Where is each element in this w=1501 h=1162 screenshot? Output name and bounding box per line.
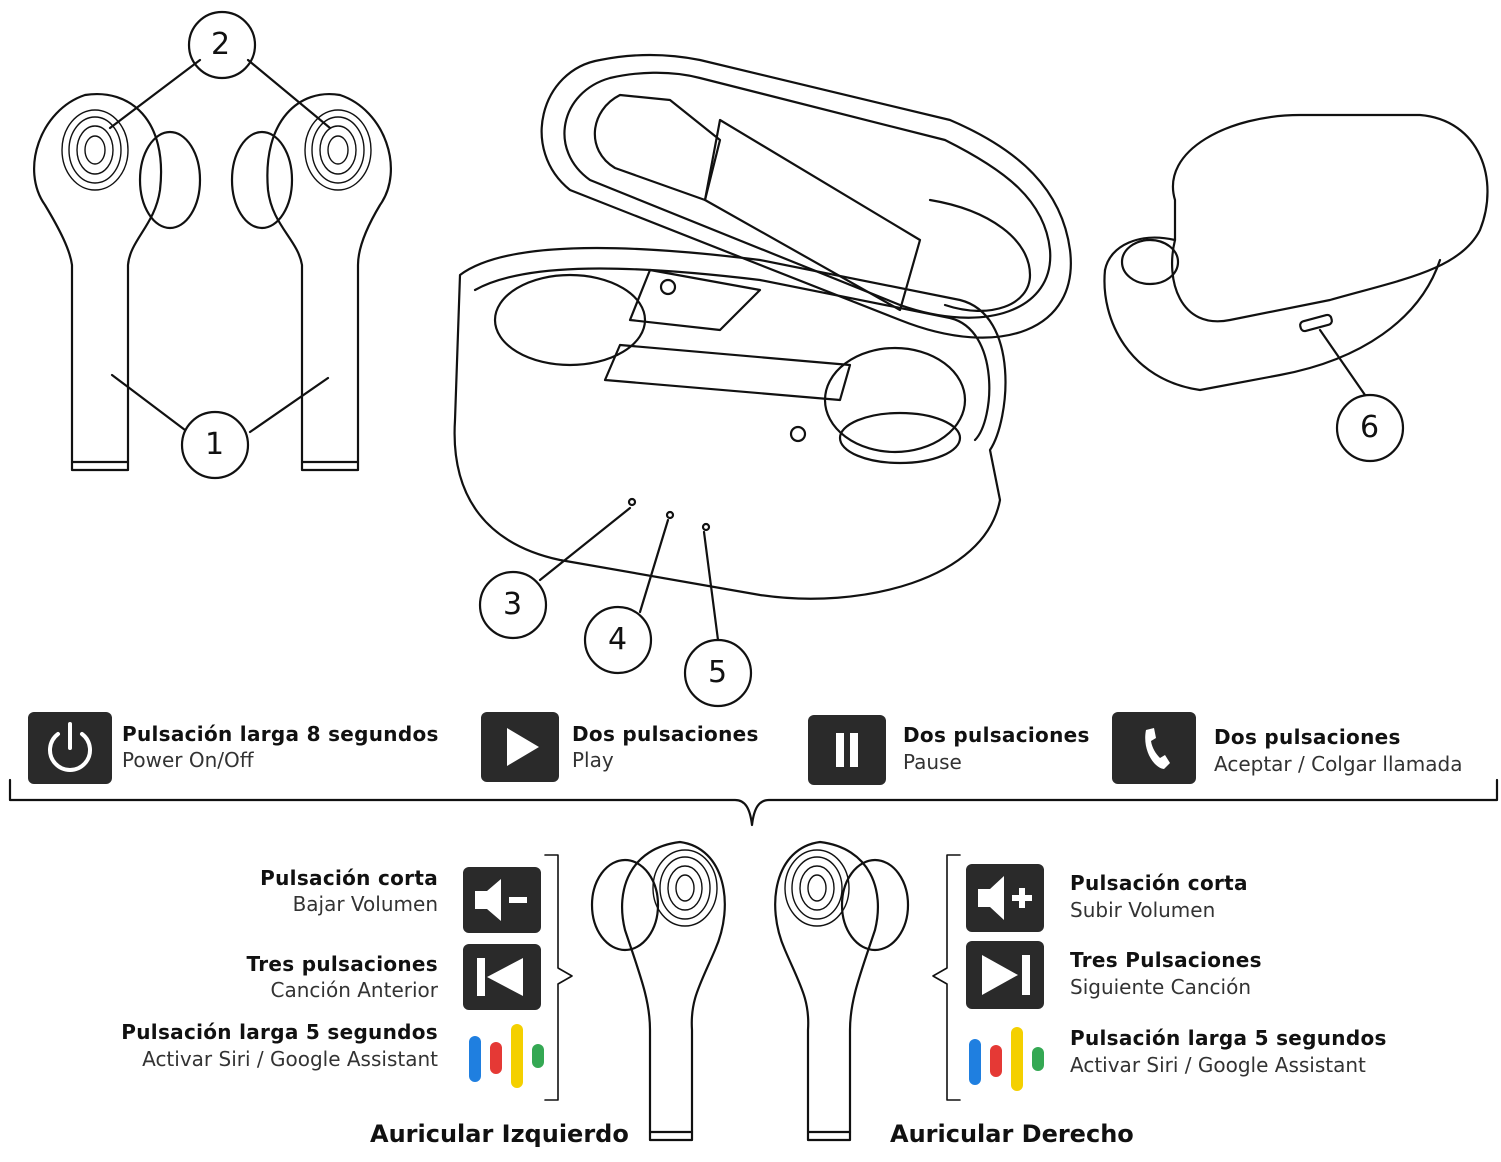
callout-1: 1 xyxy=(205,427,225,462)
action-desc: Aceptar / Colgar llamada xyxy=(1214,752,1463,776)
left-action-title: Pulsación corta xyxy=(260,866,438,890)
earbud-left-illustration xyxy=(33,92,202,472)
power-icon xyxy=(28,712,112,784)
pause-icon xyxy=(808,715,886,785)
charging-case-open-illustration xyxy=(453,53,1072,600)
left-action-desc: Bajar Volumen xyxy=(292,892,438,916)
left-action-title: Pulsación larga 5 segundos xyxy=(121,1020,438,1044)
action-title: Dos pulsaciones xyxy=(1214,725,1401,749)
right-action-desc: Subir Volumen xyxy=(1070,898,1216,922)
action-title: Dos pulsaciones xyxy=(572,722,759,746)
callout-5: 5 xyxy=(708,655,728,690)
right-earbud-title: Auricular Derecho xyxy=(890,1120,1134,1148)
action-desc: Power On/Off xyxy=(122,748,254,772)
callout-2: 2 xyxy=(211,27,231,62)
callout-4: 4 xyxy=(608,622,628,657)
callout-6: 6 xyxy=(1360,410,1380,445)
fingerprint-icon xyxy=(784,849,850,927)
fingerprint-icon xyxy=(652,849,718,927)
voice-assistant-icon xyxy=(469,1024,544,1088)
volume-down-icon xyxy=(463,867,541,933)
charging-case-closed-illustration xyxy=(1103,113,1489,392)
voice-assistant-icon xyxy=(969,1027,1044,1091)
left-action-desc: Canción Anterior xyxy=(270,978,438,1002)
play-icon xyxy=(481,712,559,782)
earbud-left-bottom-illustration xyxy=(590,840,726,1142)
right-action-title: Tres Pulsaciones xyxy=(1070,948,1262,972)
phone-icon xyxy=(1112,712,1196,784)
left-action-title: Tres pulsaciones xyxy=(246,952,438,976)
fingerprint-icon xyxy=(304,109,372,191)
next-track-icon xyxy=(966,941,1044,1009)
action-title: Dos pulsaciones xyxy=(903,723,1090,747)
right-action-desc: Activar Siri / Google Assistant xyxy=(1070,1053,1366,1077)
right-action-desc: Siguiente Canción xyxy=(1070,975,1252,999)
callout-3: 3 xyxy=(503,587,523,622)
right-action-title: Pulsación corta xyxy=(1070,871,1248,895)
previous-track-icon xyxy=(463,944,541,1010)
fingerprint-icon xyxy=(61,109,129,191)
right-action-title: Pulsación larga 5 segundos xyxy=(1070,1026,1387,1050)
left-earbud-title: Auricular Izquierdo xyxy=(370,1120,629,1148)
action-desc: Pause xyxy=(903,750,962,774)
earbud-right-bottom-illustration xyxy=(774,840,910,1142)
action-title: Pulsación larga 8 segundos xyxy=(122,722,439,746)
action-desc: Play xyxy=(572,748,614,772)
left-action-desc: Activar Siri / Google Assistant xyxy=(142,1047,438,1071)
volume-up-icon xyxy=(966,864,1044,932)
earbud-right-illustration xyxy=(230,92,392,472)
